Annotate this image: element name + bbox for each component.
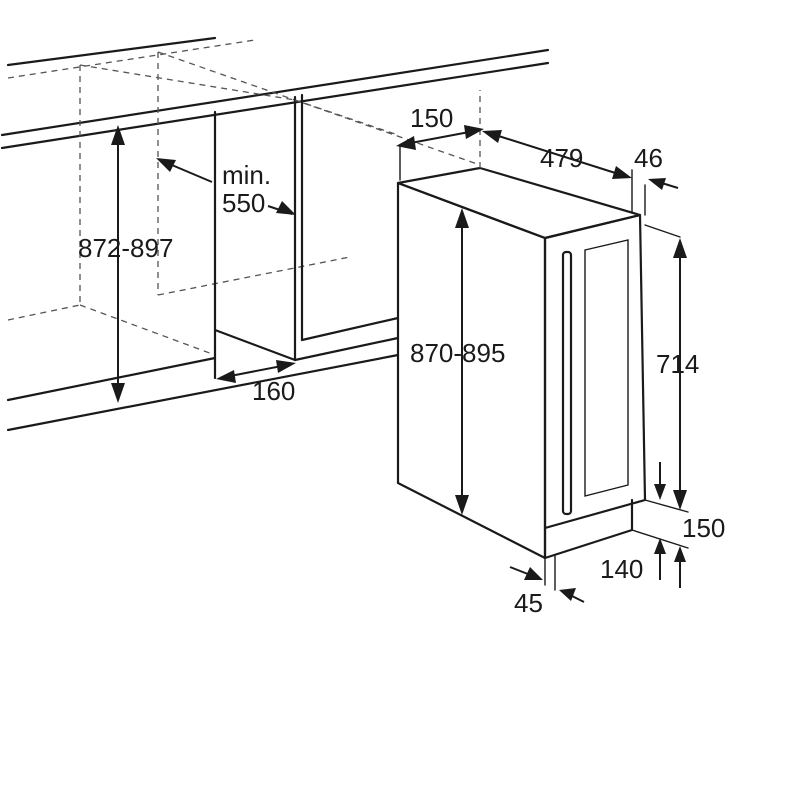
label-top-side: 150 [410,103,453,133]
label-foot-offset: 45 [514,588,543,618]
label-plinth-height-max: 150 [682,513,725,543]
door-glass [584,239,629,497]
label-door-thickness: 46 [634,143,663,173]
wine-cooler-unit [294,90,647,560]
label-min: min. [222,160,271,190]
door-handle [561,250,573,516]
label-plinth-height-min: 140 [600,554,643,584]
label-plinth-depth: 160 [252,376,295,406]
dimension-labels: 872-897 min. 550 160 150 479 46 870-895 … [78,103,725,618]
door-panel [543,213,647,530]
label-door-height: 714 [656,349,699,379]
label-min-depth: 550 [222,188,265,218]
dimension-lines [111,125,689,603]
label-unit-height: 870-895 [410,338,505,368]
label-cabinet-height: 872-897 [78,233,173,263]
label-unit-depth: 479 [540,143,583,173]
